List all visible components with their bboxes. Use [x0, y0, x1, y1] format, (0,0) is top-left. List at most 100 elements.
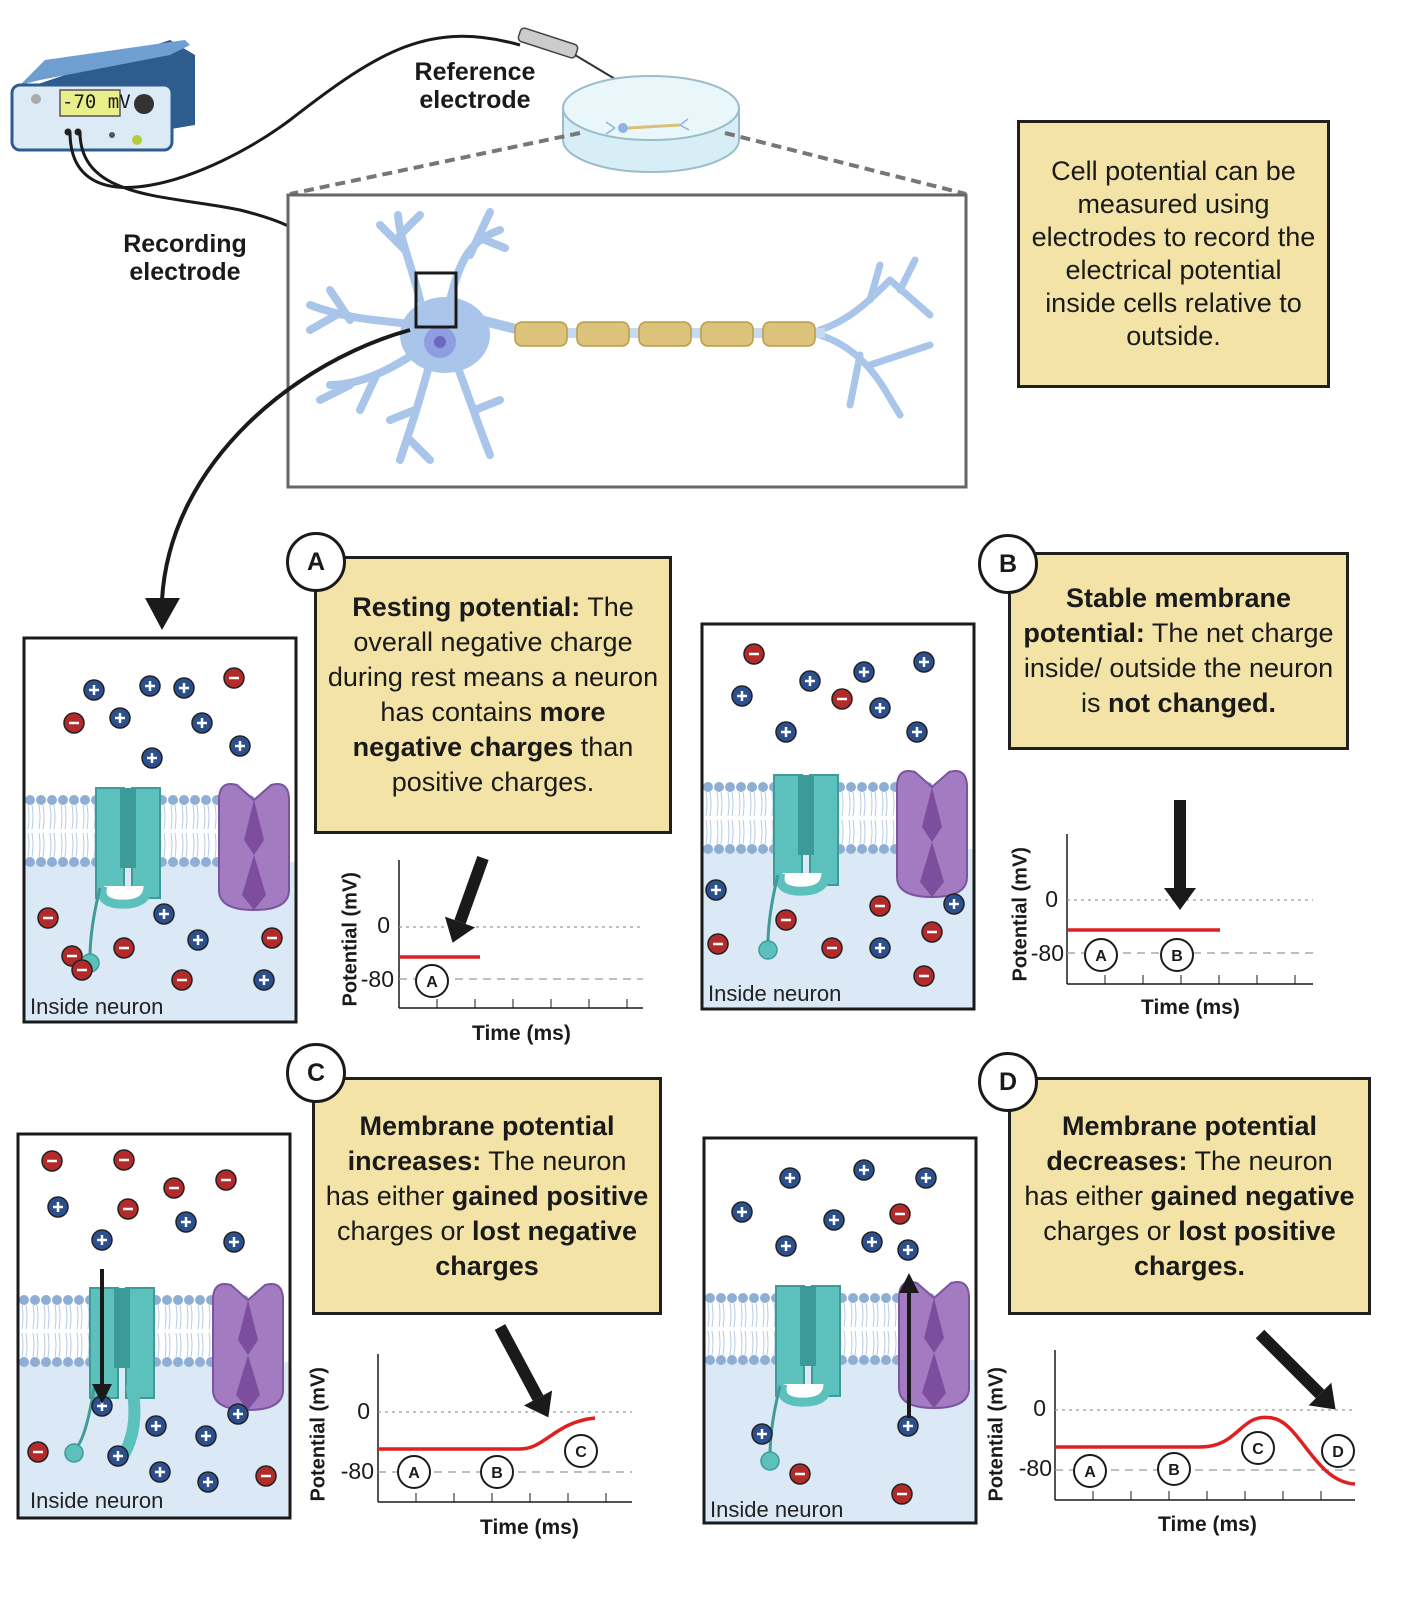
- pointer-arrow: [454, 855, 489, 925]
- cation-icon: [107, 1445, 129, 1467]
- cation-icon: [775, 721, 797, 743]
- info-box: Cell potential can be measured using ele…: [1017, 120, 1330, 388]
- neuron: [306, 208, 934, 464]
- cation-icon: [823, 1209, 845, 1231]
- marker-a: A: [1073, 1454, 1107, 1488]
- svg-text:A: A: [1084, 1464, 1096, 1481]
- cation-icon: [799, 670, 821, 692]
- anion-icon: [37, 907, 59, 929]
- panel-a-badge: A: [286, 532, 346, 592]
- marker-a: A: [415, 964, 449, 998]
- cation-icon: [861, 1231, 883, 1253]
- graph-c-ylabel: Potential (mV): [307, 1367, 330, 1502]
- anion-icon: [71, 959, 93, 981]
- cation-icon: [705, 879, 727, 901]
- graph-c-tick-0: 0: [357, 1398, 370, 1424]
- cation-icon: [853, 1159, 875, 1181]
- svg-text:B: B: [1168, 1462, 1180, 1479]
- anion-icon: [27, 1441, 49, 1463]
- cation-icon: [145, 1415, 167, 1437]
- anion-icon: [171, 969, 193, 991]
- panel-b-badge: B: [978, 534, 1038, 594]
- graph-a-tick-0: 0: [377, 912, 390, 938]
- panel-b-box: Stable membrane potential: The net charg…: [1008, 552, 1349, 750]
- anion-icon: [261, 927, 283, 949]
- anion-icon: [743, 643, 765, 665]
- cation-icon: [751, 1423, 773, 1445]
- cation-icon: [869, 937, 891, 959]
- panel-frame: [700, 622, 976, 1011]
- zoom-lines: [289, 131, 967, 196]
- recording-electrode-label: Recording electrode: [123, 230, 247, 286]
- graph-d-ylabel: Potential (mV): [985, 1367, 1008, 1502]
- anion-icon: [831, 688, 853, 710]
- panel-c-text: Membrane potential increases: The neuron…: [325, 1110, 649, 1281]
- panel-c-inside-label: Inside neuron: [30, 1488, 164, 1513]
- cation-icon: [91, 1395, 113, 1417]
- cation-icon: [897, 1239, 919, 1261]
- anion-icon: [913, 965, 935, 987]
- sodium-channel: [80, 787, 161, 973]
- cation-icon: [187, 929, 209, 951]
- anion-icon: [41, 1150, 63, 1172]
- anion-icon: [921, 921, 943, 943]
- panel-frame: [702, 1136, 978, 1525]
- cation-icon: [253, 969, 275, 991]
- marker-a: A: [1084, 938, 1118, 972]
- marker-b: B: [480, 1455, 514, 1489]
- marker-b: B: [1160, 938, 1194, 972]
- cation-icon: [229, 735, 251, 757]
- anion-icon: [707, 933, 729, 955]
- panel-b-inside-label: Inside neuron: [708, 981, 842, 1006]
- marker-c: C: [564, 1434, 598, 1468]
- graph-b-tick-80: -80: [1030, 940, 1064, 966]
- svg-text:A: A: [426, 974, 438, 991]
- panel-b-text: Stable membrane potential: The net charg…: [1023, 583, 1334, 718]
- petri-dish: [562, 75, 740, 173]
- cation-icon: [943, 893, 965, 915]
- potential-trace: [1055, 1415, 1356, 1486]
- anion-icon: [889, 1203, 911, 1225]
- cation-icon: [853, 661, 875, 683]
- svg-text:D: D: [1332, 1444, 1344, 1461]
- sodium-channel: [758, 774, 839, 960]
- anion-icon: [223, 667, 245, 689]
- panel-frame: [16, 1132, 292, 1520]
- cation-icon: [731, 685, 753, 707]
- pointer-arrow: [1255, 1329, 1325, 1399]
- svg-text:A: A: [408, 1465, 420, 1482]
- pointer-arrow: [494, 1324, 544, 1401]
- graph-d-tick-80: -80: [1018, 1455, 1052, 1481]
- cation-icon: [897, 1415, 919, 1437]
- anion-icon: [789, 1463, 811, 1485]
- svg-text:B: B: [1171, 948, 1183, 965]
- graph-c-tick-80: -80: [340, 1458, 374, 1484]
- cation-icon: [223, 1231, 245, 1253]
- cation-icon: [109, 707, 131, 729]
- cation-icon: [141, 747, 163, 769]
- potassium-channel: [896, 770, 968, 899]
- anion-icon: [63, 712, 85, 734]
- svg-text:B: B: [491, 1465, 503, 1482]
- potassium-channel: [212, 1283, 284, 1412]
- cation-icon: [195, 1425, 217, 1447]
- voltmeter: [10, 40, 195, 152]
- svg-text:C: C: [1252, 1441, 1264, 1458]
- cation-icon: [149, 1461, 171, 1483]
- sodium-channel: [760, 1285, 841, 1471]
- anion-icon: [113, 1149, 135, 1171]
- cation-icon: [869, 697, 891, 719]
- anion-icon: [775, 909, 797, 931]
- panel-d-text: Membrane potential decreases: The neuron…: [1024, 1110, 1355, 1281]
- marker-d: D: [1321, 1434, 1355, 1468]
- svg-text:A: A: [1095, 948, 1107, 965]
- cation-icon: [197, 1471, 219, 1493]
- anion-icon: [117, 1198, 139, 1220]
- cation-icon: [139, 675, 161, 697]
- anion-icon: [821, 937, 843, 959]
- meter-reading: -70 mV: [62, 91, 131, 113]
- panel-d-badge: D: [978, 1052, 1038, 1112]
- anion-icon: [891, 1483, 913, 1505]
- cation-icon: [173, 677, 195, 699]
- panel-a-inside-label: Inside neuron: [30, 994, 164, 1019]
